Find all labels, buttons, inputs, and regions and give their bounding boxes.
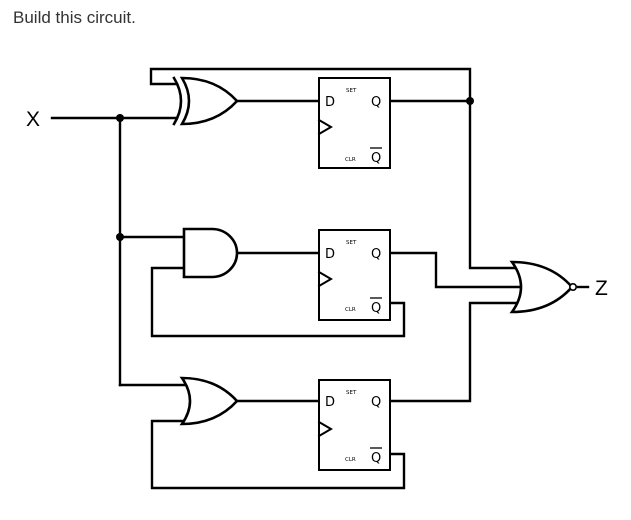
ff1-clr-label: CLR <box>345 157 356 163</box>
wire-ff3-feedback <box>150 419 406 490</box>
ff3-q-label: Q <box>371 395 381 410</box>
d-flip-flop-1: D SET Q CLR Q <box>317 77 391 169</box>
d-flip-flop-3: D SET Q CLR Q <box>317 379 391 471</box>
d-flip-flop-2: D SET Q CLR Q <box>317 229 391 321</box>
output-z-label: Z <box>595 277 608 300</box>
junction-dot <box>116 114 124 122</box>
ff2-set-label: SET <box>346 240 357 246</box>
ff2-qbar-label: Q <box>371 301 381 316</box>
ff1-q-label: Q <box>371 95 381 110</box>
ff3-qbar-label: Q <box>371 451 381 466</box>
and-gate-icon <box>182 227 239 279</box>
wire-ff1-to-out <box>468 99 522 270</box>
output-or-gate-icon <box>509 260 577 314</box>
ff1-set-label: SET <box>346 88 357 94</box>
input-x-label: X <box>26 108 40 131</box>
ff3-set-label: SET <box>346 390 357 396</box>
junction-dot <box>466 97 474 105</box>
wire-ff2-to-out <box>388 251 526 289</box>
instruction-text: Build this circuit. <box>13 8 136 27</box>
ff2-d-label: D <box>325 247 335 262</box>
wire-ff1-feedback <box>149 67 472 103</box>
ff2-clr-label: CLR <box>345 307 356 313</box>
wires <box>50 67 590 490</box>
xor-gate-icon <box>172 76 239 126</box>
junction-dot <box>116 233 124 241</box>
ff2-q-label: Q <box>371 247 381 262</box>
ff3-clr-label: CLR <box>345 457 356 463</box>
or-gate-icon <box>179 376 239 426</box>
ff3-d-label: D <box>325 395 335 410</box>
wire-ff2-feedback <box>150 266 406 338</box>
ff1-d-label: D <box>325 95 335 110</box>
ff1-qbar-label: Q <box>371 151 381 166</box>
wire-ff3-to-out <box>388 301 522 403</box>
